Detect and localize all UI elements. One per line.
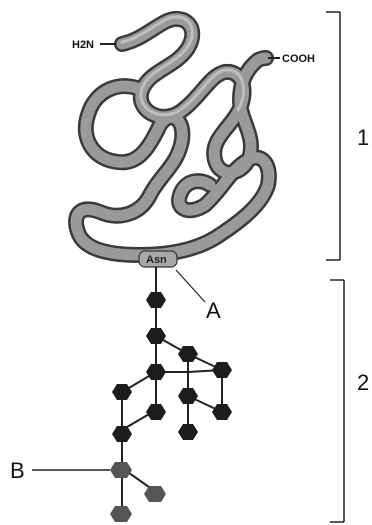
carboxyl-terminus-label: COOH bbox=[282, 53, 315, 65]
protein-chain bbox=[68, 10, 277, 263]
sugar-unit bbox=[112, 384, 132, 400]
sugar-unit bbox=[146, 364, 166, 380]
pointer-a-line bbox=[175, 269, 206, 303]
sugar-unit bbox=[144, 486, 166, 502]
asn-residue: Asn bbox=[138, 250, 178, 268]
protein-tube-highlight bbox=[120, 15, 246, 117]
sugar-unit bbox=[112, 426, 132, 442]
protein-tube-2 bbox=[70, 80, 275, 261]
asn-residue-box bbox=[138, 250, 178, 268]
sugar-unit bbox=[178, 346, 198, 362]
oligosaccharide-tree bbox=[110, 267, 232, 522]
sugar-unit bbox=[212, 404, 232, 420]
pointer-b-label: B bbox=[10, 458, 25, 483]
sugar-unit bbox=[110, 462, 132, 478]
region-2-label: 2 bbox=[357, 370, 369, 395]
sugar-unit bbox=[146, 328, 166, 344]
sugar-unit bbox=[146, 292, 166, 308]
glycan-units bbox=[110, 292, 232, 522]
bracket-2 bbox=[330, 279, 345, 523]
region-1-label: 1 bbox=[357, 125, 369, 150]
pointer-a-label: A bbox=[206, 298, 221, 323]
sugar-unit bbox=[178, 424, 198, 440]
sugar-unit bbox=[110, 506, 132, 522]
sugar-unit bbox=[178, 388, 198, 404]
sugar-unit bbox=[212, 362, 232, 378]
asn-residue-label: Asn bbox=[146, 254, 167, 266]
amino-terminus-label: H2N bbox=[72, 39, 94, 51]
bracket-1 bbox=[326, 11, 341, 261]
sugar-unit bbox=[146, 404, 166, 420]
